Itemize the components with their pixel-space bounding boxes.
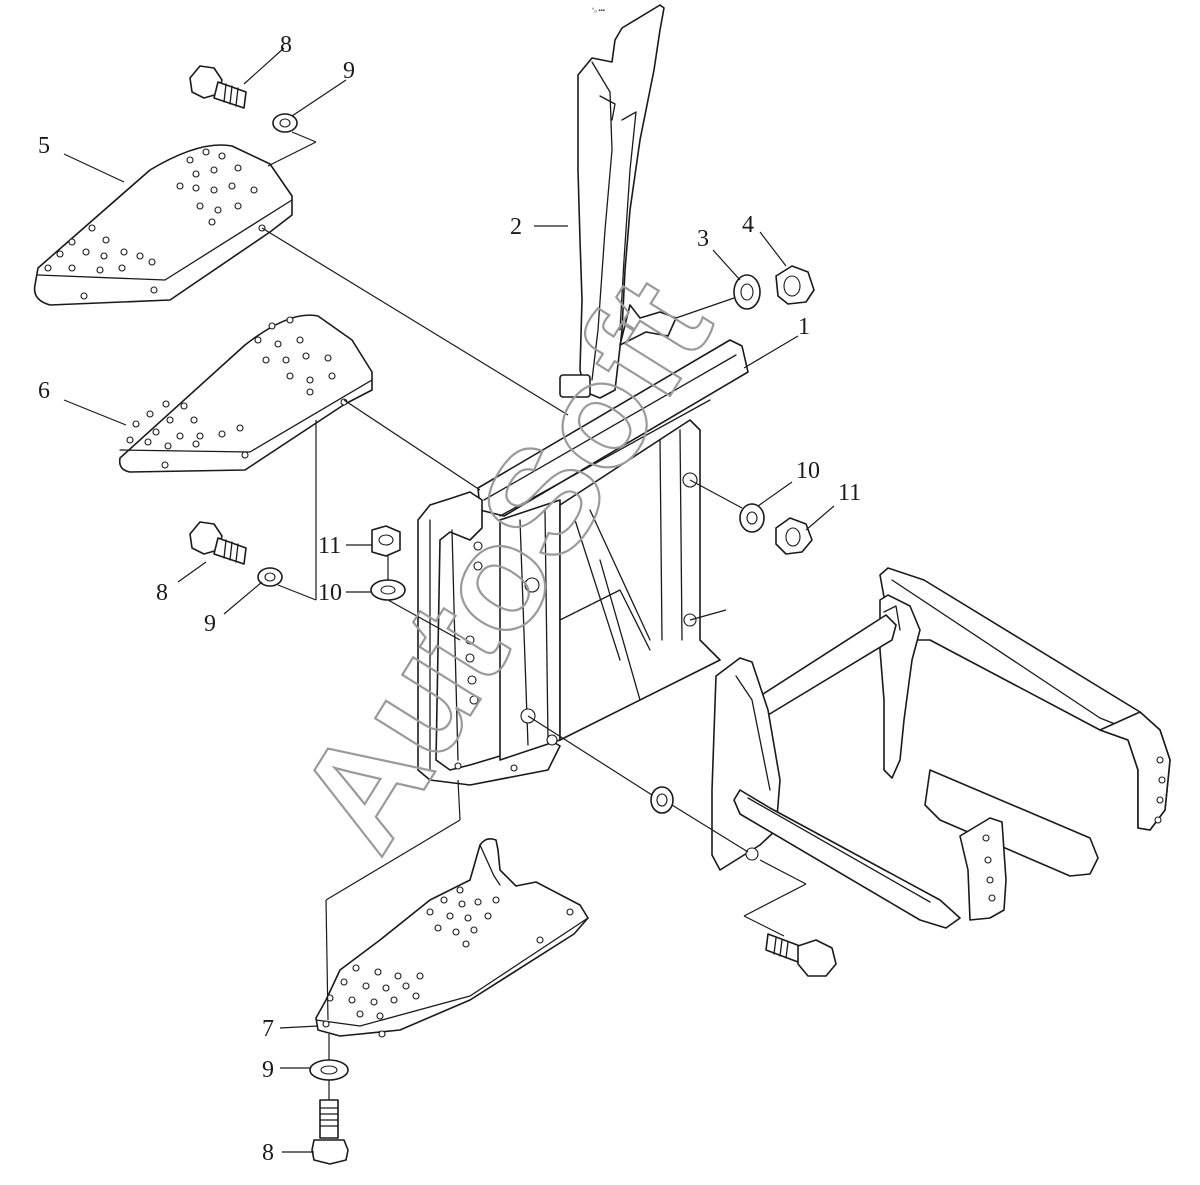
pedal-7-holes [322,886,574,1038]
callout-9-bottom: 9 [262,1057,274,1083]
part-3-washer [733,274,761,310]
part-4-nut [775,265,815,305]
part-9-washer-bottom [309,1059,349,1081]
callout-2: 2 [510,214,522,240]
callout-8-mid: 8 [156,580,168,606]
part-8-bolt-top [189,65,247,109]
part-11-nut-left [371,525,401,557]
part-2-lever [559,4,665,399]
callout-10-right: 10 [796,458,820,484]
part-8-bolt-bottom [311,1099,349,1165]
part-5-pedal [33,144,293,306]
pedal-5-holes [44,148,266,300]
part-1-bracket [417,304,749,786]
part-6-pedal [118,314,373,473]
part-9-washer-top [272,113,298,133]
part-10-washer-right [739,503,765,533]
bolt-unlabeled [765,933,837,977]
callout-6: 6 [38,378,50,404]
part-8-bolt-mid [189,521,247,565]
leader-lines [63,47,835,1153]
callout-1: 1 [798,314,810,340]
callout-7: 7 [262,1016,274,1042]
callout-9-top: 9 [343,58,355,84]
callout-11-left: 11 [318,533,341,559]
callouts: 8 9 5 2 3 4 1 6 10 11 11 8 10 9 7 9 8 [38,32,861,1166]
callout-8-bottom: 8 [262,1140,274,1166]
callout-8-top: 8 [280,32,292,58]
washer-unlabeled [650,786,674,814]
callout-9-mid: 9 [204,611,216,637]
callout-10-left: 10 [318,580,342,606]
callout-5: 5 [38,133,50,159]
pedal-6-holes [126,316,348,469]
part-9-washer-mid [257,567,283,587]
callout-3: 3 [697,226,709,252]
corner-mark: °ₒ ▪▪▪ [592,8,605,14]
part-7-pedal [315,838,589,1038]
callout-4: 4 [742,212,754,238]
right-frame-assembly [711,567,1171,929]
callout-11-right: 11 [838,480,861,506]
part-11-nut-right [775,517,813,555]
